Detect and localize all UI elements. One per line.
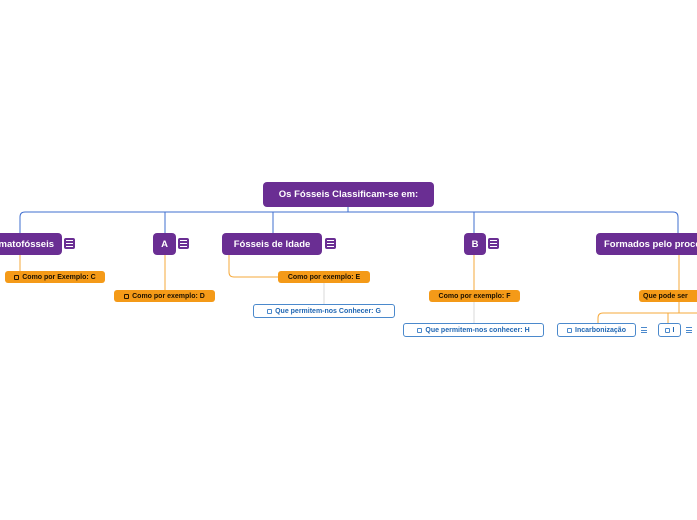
checkbox-icon[interactable] (267, 308, 273, 314)
root-topic-label: Os Fósseis Classificam-se em: (278, 189, 419, 200)
subtopic-label: Como por exemplo: E (287, 273, 361, 281)
subtopic-exemplo-c[interactable]: Como por Exemplo: C (5, 271, 105, 283)
notes-menu-icon[interactable] (488, 238, 499, 249)
topic-label: Somatofósseis (0, 238, 54, 250)
link-idade-e (228, 254, 278, 278)
leaf-incarbonizacao[interactable]: Incarbonização (557, 323, 636, 337)
topic-label: Fósseis de Idade (233, 238, 311, 250)
notes-menu-icon[interactable] (64, 238, 75, 249)
notes-menu-icon[interactable] (325, 238, 336, 249)
leaf-label: Que permitem-nos conhecer: H (425, 326, 530, 334)
subtopic-label: Como por exemplo: D (132, 292, 205, 300)
topic-label: B (471, 238, 479, 250)
subtopic-exemplo-f[interactable]: Como por exemplo: F (429, 290, 520, 302)
subtopic-label: Como por exemplo: F (438, 292, 511, 300)
topic-label: Formados pelo processo de (604, 238, 697, 250)
leaf-label: I (672, 326, 675, 334)
topic-formados-pelo-processo[interactable]: Formados pelo processo de (596, 233, 697, 255)
topic-a[interactable]: A (153, 233, 176, 255)
checkbox-icon[interactable] (124, 293, 130, 299)
notes-menu-icon[interactable] (178, 238, 189, 249)
notes-menu-icon[interactable] (640, 326, 648, 334)
topic-b[interactable]: B (464, 233, 486, 255)
leaf-conhecer-h[interactable]: Que permitem-nos conhecer: H (403, 323, 544, 337)
checkbox-icon[interactable] (664, 327, 670, 333)
notes-menu-icon[interactable] (685, 326, 693, 334)
checkbox-icon[interactable] (14, 274, 20, 280)
subtopic-exemplo-d[interactable]: Como por exemplo: D (114, 290, 215, 302)
checkbox-icon[interactable] (567, 327, 573, 333)
link-ser-bus (597, 302, 697, 323)
subtopic-exemplo-e[interactable]: Como por exemplo: E (278, 271, 370, 283)
leaf-i[interactable]: I (658, 323, 681, 337)
leaf-conhecer-g[interactable]: Que permitem-nos Conhecer: G (253, 304, 395, 318)
topic-somatofosseis[interactable]: Somatofósseis (0, 233, 62, 255)
root-topic[interactable]: Os Fósseis Classificam-se em: (263, 182, 434, 207)
leaf-label: Incarbonização (575, 326, 626, 334)
leaf-label: Que permitem-nos Conhecer: G (275, 307, 381, 315)
topic-fosseis-de-idade[interactable]: Fósseis de Idade (222, 233, 322, 255)
subtopic-label: Como por Exemplo: C (22, 273, 96, 281)
topic-label: A (161, 238, 168, 250)
subtopic-label: Que pode ser (643, 292, 688, 300)
checkbox-icon[interactable] (417, 327, 423, 333)
link-root-bus (19, 207, 679, 233)
subtopic-que-pode-ser[interactable]: Que pode ser (639, 290, 697, 302)
